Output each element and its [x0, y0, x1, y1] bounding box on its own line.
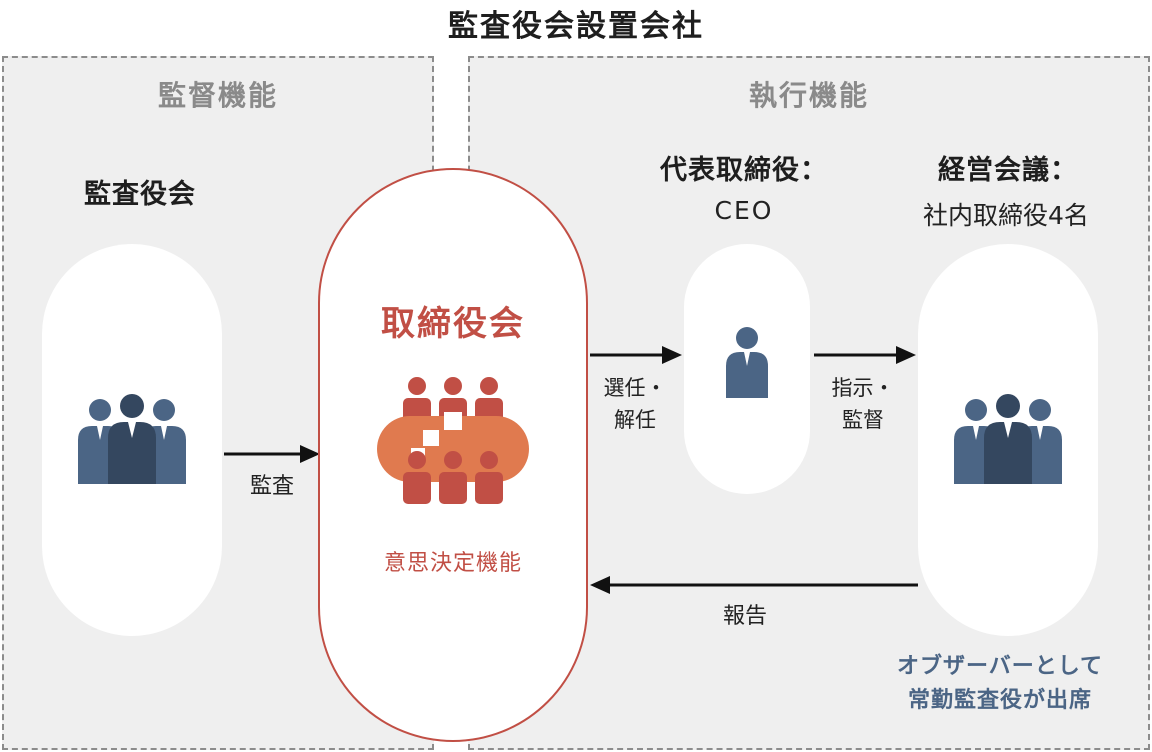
ceo-sub-label: CEO — [714, 196, 774, 225]
instruct-label-line2: 監督 — [842, 408, 884, 432]
ceo-label: 代表取締役： — [660, 155, 828, 186]
appoint-arrow — [588, 345, 684, 365]
observer-note-line2: 常勤監査役が出席 — [907, 688, 1092, 713]
mgmt-meeting-people-group-icon — [948, 392, 1068, 484]
report-label: 報告 — [722, 604, 767, 629]
instruct-label-line1: 指示・ — [831, 376, 895, 400]
appoint-label: 選任・ 解任 — [590, 372, 680, 436]
instruct-arrow — [812, 345, 918, 365]
board-title: 取締役会 — [381, 304, 525, 344]
observer-note-line1: オブザーバーとして — [896, 654, 1104, 679]
instruct-label: 指示・ 監督 — [818, 372, 908, 436]
audit-arrow-label: 監査 — [249, 474, 294, 499]
supervision-heading: 監督機能 — [157, 79, 278, 112]
board-subtitle: 意思決定機能 — [383, 551, 522, 576]
report-arrow — [588, 574, 920, 596]
page-title: 監査役会設置会社 — [448, 9, 704, 44]
mgmt-meeting-sub-label: 社内取締役4名 — [923, 201, 1089, 230]
execution-heading: 執行機能 — [748, 79, 869, 112]
mgmt-meeting-label: 経営会議： — [938, 155, 1078, 186]
audit-board-people-group-icon — [72, 392, 192, 484]
appoint-label-line2: 解任 — [614, 408, 656, 432]
audit-board-label: 監査役会 — [84, 179, 196, 210]
observer-note: オブザーバーとして 常勤監査役が出席 — [860, 650, 1140, 718]
appoint-label-line1: 選任・ — [603, 376, 667, 400]
audit-arrow — [222, 444, 322, 464]
ceo-person-icon — [724, 326, 770, 398]
board-meeting-table-icon — [373, 374, 533, 506]
